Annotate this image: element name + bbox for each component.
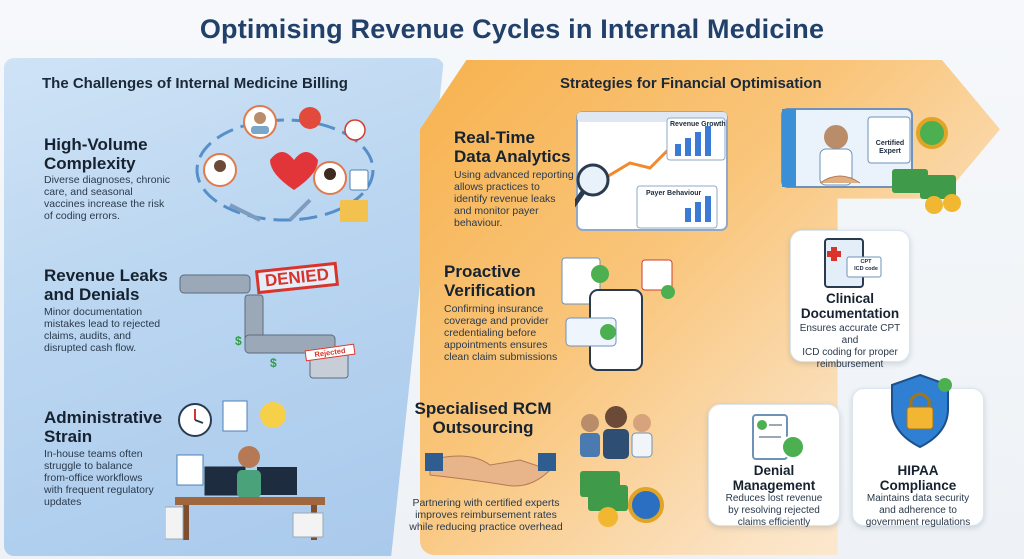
heart-icon bbox=[270, 152, 318, 190]
denial-management-title: Denial Management bbox=[732, 463, 816, 493]
revenue-leaks-body: Minor documentation mistakes lead to rej… bbox=[44, 306, 161, 354]
cpt-icd-tag: CPT ICD code bbox=[854, 259, 878, 272]
analytics-dashboard-illustration bbox=[575, 111, 728, 231]
shield-lock-icon bbox=[891, 373, 952, 449]
svg-text:$: $ bbox=[235, 334, 242, 348]
rcm-outsourcing-body: Partnering with certified experts improv… bbox=[409, 497, 563, 533]
award-badge-icon bbox=[916, 117, 948, 149]
verification-phone-illustration bbox=[561, 257, 675, 371]
certified-expert-label: Certified Expert bbox=[875, 140, 905, 155]
denial-management-body: Reduces lost revenue by resolving reject… bbox=[725, 493, 823, 528]
virus-icon bbox=[299, 107, 321, 129]
payer-behaviour-label: Payer Behaviour bbox=[646, 190, 702, 197]
denial-management-card: Denial Management Reduces lost revenue b… bbox=[708, 404, 840, 528]
certified-expert-illustration bbox=[781, 108, 961, 214]
approved-document-icon bbox=[752, 414, 805, 460]
svg-text:$: $ bbox=[270, 356, 277, 370]
administrative-strain-body: In-house teams often struggle to balance… bbox=[44, 448, 154, 508]
real-time-analytics-body: Using advanced reporting allows practice… bbox=[454, 169, 574, 229]
clinical-documentation-title: Clinical Documentation bbox=[800, 291, 900, 321]
high-volume-body: Diverse diagnoses, chronic care, and sea… bbox=[44, 174, 171, 222]
patient-cycle-illustration bbox=[195, 105, 375, 222]
proactive-verification-body: Confirming insurance coverage and provid… bbox=[444, 303, 558, 363]
outsourcing-team-illustration bbox=[425, 406, 664, 527]
clinical-documentation-card: CPT ICD code Clinical Documentation Ensu… bbox=[790, 230, 910, 370]
calendar-icon bbox=[344, 119, 366, 141]
challenges-heading: The Challenges of Internal Medicine Bill… bbox=[42, 75, 348, 92]
hipaa-compliance-card: HIPAA Compliance Maintains data security… bbox=[852, 373, 984, 528]
calendar-icon bbox=[641, 259, 673, 291]
revenue-leaks-title: Revenue Leaks and Denials bbox=[44, 266, 168, 304]
handshake-icon bbox=[429, 455, 551, 487]
leaking-pipe-illustration: $ $ bbox=[179, 274, 349, 379]
real-time-analytics-title: Real-Time Data Analytics bbox=[454, 128, 571, 166]
page-title: Optimising Revenue Cycles in Internal Me… bbox=[199, 14, 825, 44]
rcm-outsourcing-title: Specialised RCM Outsourcing bbox=[414, 399, 552, 437]
administrative-strain-title: Administrative Strain bbox=[44, 408, 163, 446]
proactive-verification-title: Proactive Verification bbox=[444, 262, 536, 300]
folder-icon bbox=[340, 200, 368, 222]
high-volume-title: High-Volume Complexity bbox=[44, 135, 148, 173]
quality-badge-icon bbox=[628, 487, 664, 523]
syringe-icon bbox=[229, 203, 261, 222]
revenue-growth-label: Revenue Growth bbox=[670, 121, 726, 128]
hipaa-compliance-body: Maintains data security and adherence to… bbox=[865, 493, 971, 528]
medical-report-icon bbox=[824, 238, 882, 288]
clipboard-icon bbox=[349, 169, 369, 191]
clinical-documentation-body: Ensures accurate CPT and ICD coding for … bbox=[799, 323, 901, 370]
worried-face-icon bbox=[260, 402, 286, 428]
strategies-heading: Strategies for Financial Optimisation bbox=[560, 75, 822, 92]
magnifier-icon bbox=[576, 163, 610, 197]
stressed-worker-illustration bbox=[165, 400, 325, 540]
hipaa-compliance-title: HIPAA Compliance bbox=[879, 463, 957, 493]
